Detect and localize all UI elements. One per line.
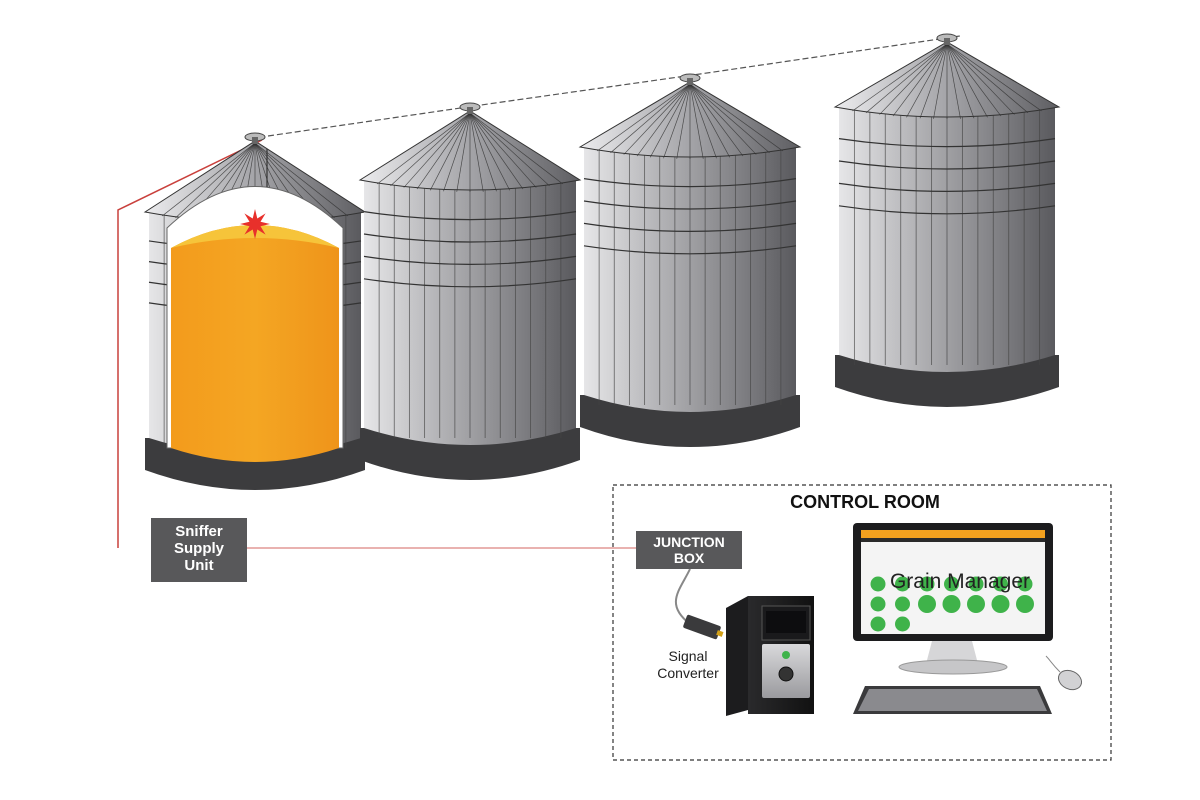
silo-base xyxy=(580,395,800,447)
silo-2 xyxy=(358,102,582,480)
status-indicator xyxy=(895,616,910,632)
status-indicator xyxy=(967,595,985,613)
silo-3 xyxy=(578,73,802,447)
signal-converter-label: Signal Converter xyxy=(648,648,728,682)
grain-fill xyxy=(171,225,339,462)
silo-base xyxy=(835,355,1059,407)
status-indicator xyxy=(895,576,910,592)
converter-cable xyxy=(675,568,691,625)
status-indicator xyxy=(993,576,1008,592)
status-indicator xyxy=(968,576,984,592)
control-room-box xyxy=(612,484,1112,761)
hotspot-alert-icon xyxy=(240,209,270,239)
status-indicator xyxy=(1017,576,1033,592)
status-indicator xyxy=(991,595,1010,613)
screen-app-label: Grain Manager xyxy=(889,570,1031,593)
silo-1 xyxy=(143,132,367,490)
junction-label-line-2: BOX xyxy=(673,550,705,566)
signal-label-line-1: Signal xyxy=(668,648,708,664)
pc-tower xyxy=(726,596,814,716)
silo-4 xyxy=(833,33,1061,407)
mouse xyxy=(1057,669,1083,691)
silo-base xyxy=(360,428,580,480)
silo-group xyxy=(143,33,1061,490)
status-indicator xyxy=(870,576,886,592)
control-room-title: CONTROL ROOM xyxy=(790,492,940,512)
signal-converter xyxy=(683,614,724,640)
sniffer-label-line-1: Sniffer xyxy=(175,523,223,540)
sniffer-supply-unit: Sniffer Supply Unit xyxy=(151,518,247,582)
status-indicator xyxy=(944,576,959,592)
junction-label-line-1: JUNCTION xyxy=(653,534,725,550)
keyboard xyxy=(853,686,1052,714)
status-indicator xyxy=(1016,595,1034,613)
indicator-grid xyxy=(870,576,1034,632)
monitor xyxy=(853,523,1053,675)
roof-cable xyxy=(267,35,961,137)
status-indicator xyxy=(870,616,886,632)
status-indicator xyxy=(870,596,886,612)
status-indicator xyxy=(895,596,910,612)
signal-label-line-2: Converter xyxy=(657,665,719,681)
supply-line xyxy=(117,139,636,549)
status-indicator xyxy=(919,576,935,592)
sniffer-label-line-3: Unit xyxy=(184,557,214,574)
sniffer-label-line-2: Supply xyxy=(173,540,224,557)
junction-box: JUNCTION BOX xyxy=(636,531,742,569)
status-indicator xyxy=(918,595,936,613)
status-indicator xyxy=(942,595,961,613)
